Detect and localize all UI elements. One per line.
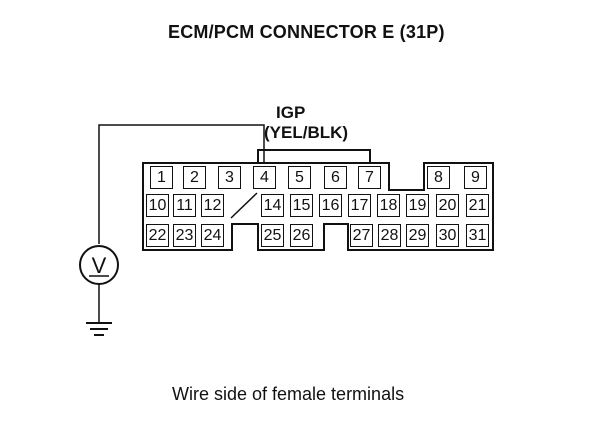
diagram-title: ECM/PCM CONNECTOR E (31P): [168, 22, 445, 42]
wire-color-label: (YEL/BLK): [264, 123, 349, 142]
terminal-12: 12: [201, 194, 224, 217]
ground-symbol-icon: [86, 322, 112, 336]
terminal-25: 25: [261, 224, 284, 247]
test-lead-wire: [98, 124, 265, 244]
terminal-22: 22: [146, 224, 169, 247]
voltmeter-symbol: V: [92, 253, 107, 278]
terminal-19: 19: [406, 194, 429, 217]
empty-cavity-13-slash: [230, 192, 258, 219]
terminal-7: 7: [358, 166, 381, 189]
terminal-8: 8: [427, 166, 450, 189]
diagram-caption: Wire side of female terminals: [172, 384, 405, 404]
terminal-26: 26: [290, 224, 313, 247]
terminal-21: 21: [466, 194, 489, 217]
terminal-5: 5: [288, 166, 311, 189]
terminal-24: 24: [201, 224, 224, 247]
terminal-4: 4: [253, 166, 276, 189]
terminal-1: 1: [150, 166, 173, 189]
terminal-31: 31: [466, 224, 489, 247]
terminal-29: 29: [406, 224, 429, 247]
terminal-14: 14: [261, 194, 284, 217]
terminal-20: 20: [436, 194, 459, 217]
terminal-17: 17: [348, 194, 371, 217]
terminal-10: 10: [146, 194, 169, 217]
terminal-16: 16: [319, 194, 342, 217]
terminal-3: 3: [218, 166, 241, 189]
terminal-27: 27: [350, 224, 373, 247]
terminal-18: 18: [377, 194, 400, 217]
terminal-6: 6: [324, 166, 347, 189]
terminal-2: 2: [183, 166, 206, 189]
terminal-30: 30: [436, 224, 459, 247]
terminal-28: 28: [378, 224, 401, 247]
terminal-15: 15: [290, 194, 313, 217]
connector-lock-tab: [257, 149, 371, 163]
terminal-23: 23: [173, 224, 196, 247]
connector-housing-outline: [142, 162, 494, 251]
wire-name-label: IGP: [276, 103, 306, 122]
terminal-9: 9: [464, 166, 487, 189]
terminal-11: 11: [173, 194, 196, 217]
